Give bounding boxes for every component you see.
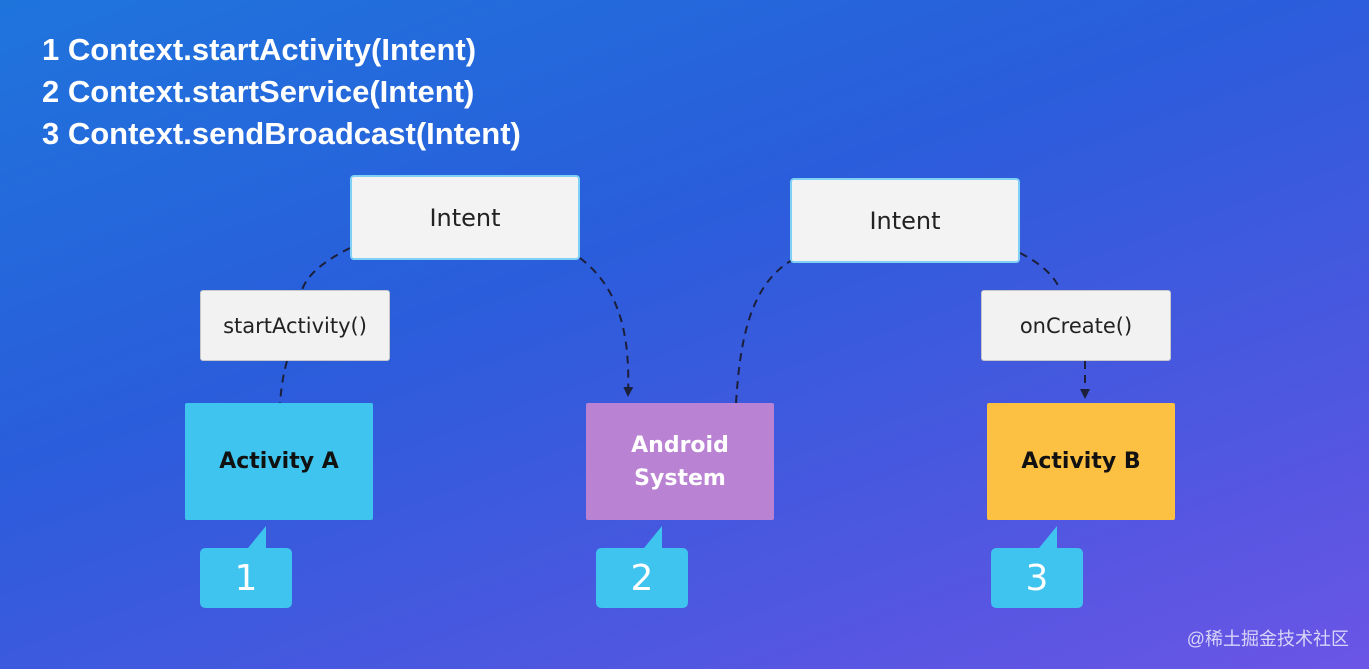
link-method-left-to-activity-a [279, 360, 288, 404]
activity-b-box: Activity B [987, 403, 1175, 520]
android-system-label-line2: System [634, 465, 726, 491]
callout-1-number: 1 [234, 557, 258, 599]
callout-2-bubble [596, 526, 688, 608]
arrow-intent-left-to-android-system [579, 257, 634, 397]
callout-1: 1 [200, 526, 292, 608]
link-android-system-to-intent-right [735, 259, 793, 404]
callout-3: 3 [991, 526, 1083, 608]
on-create-method-box: onCreate() [981, 290, 1171, 361]
callout-1-bubble [200, 526, 292, 608]
headline-start-service: 2 Context.startService(Intent) [42, 74, 475, 109]
link-intent-right-to-method-right [1019, 252, 1061, 291]
headline-start-activity: 1 Context.startActivity(Intent) [42, 32, 477, 67]
callout-3-bubble [991, 526, 1083, 608]
start-activity-method-box: startActivity() [200, 290, 390, 361]
link-intent-left-to-method-left [301, 247, 351, 291]
site-watermark: @稀土掘金技术社区 [1186, 629, 1349, 649]
callout-2: 2 [596, 526, 688, 608]
headline-send-broadcast: 3 Context.sendBroadcast(Intent) [42, 116, 521, 151]
activity-a-box: Activity A [185, 403, 373, 520]
android-system-label-line1: Android [631, 432, 729, 458]
callout-3-number: 3 [1025, 557, 1049, 599]
android-system-box: Android System [586, 403, 774, 520]
intent-box-left: Intent [350, 175, 580, 260]
intent-box-right: Intent [790, 178, 1020, 263]
callout-2-number: 2 [630, 557, 654, 599]
